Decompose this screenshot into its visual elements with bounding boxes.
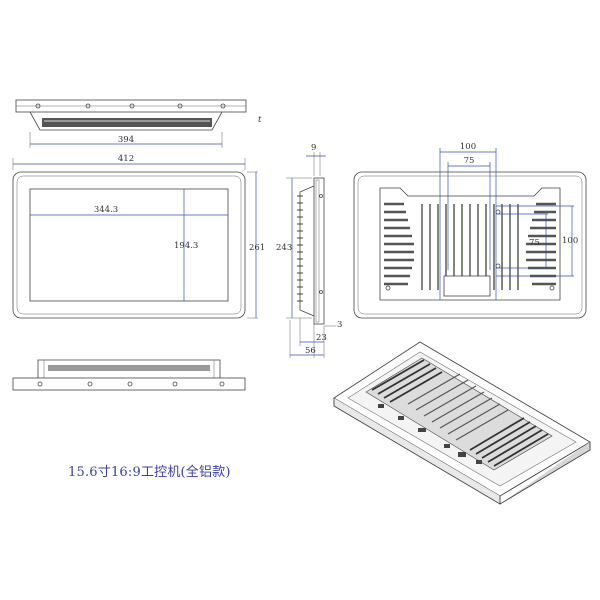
side-view: 9 243 3	[276, 143, 342, 358]
back-view: 100 75 75 100	[353, 142, 587, 319]
dim-side-depth: 9	[311, 143, 316, 153]
dim-front-height: 261	[249, 243, 265, 253]
dim-screen-height: 194.3	[174, 241, 198, 251]
dim-back-h100: 100	[460, 142, 476, 152]
dim-screen-width: 344.3	[94, 205, 118, 215]
dim-back-h75: 75	[464, 156, 475, 166]
dim-side-height: 243	[276, 243, 292, 253]
dim-top-width: 394	[118, 135, 134, 145]
bottom-view	[12, 359, 246, 391]
dim-front-width: 412	[118, 154, 134, 164]
dim-side-56: 56	[305, 346, 316, 356]
dim-side-small-3: 3	[337, 320, 342, 330]
isometric-view	[333, 341, 591, 505]
dim-back-v100: 100	[562, 236, 578, 246]
dim-top-side-mark: t	[258, 115, 262, 125]
dim-side-23: 23	[316, 333, 327, 343]
top-view: 394 t	[15, 99, 262, 148]
front-view: 412 344.3 194.3 261	[12, 154, 265, 319]
dim-back-v75: 75	[529, 238, 540, 248]
product-caption: 15.6寸16:9工控机(全铝款)	[68, 465, 231, 480]
